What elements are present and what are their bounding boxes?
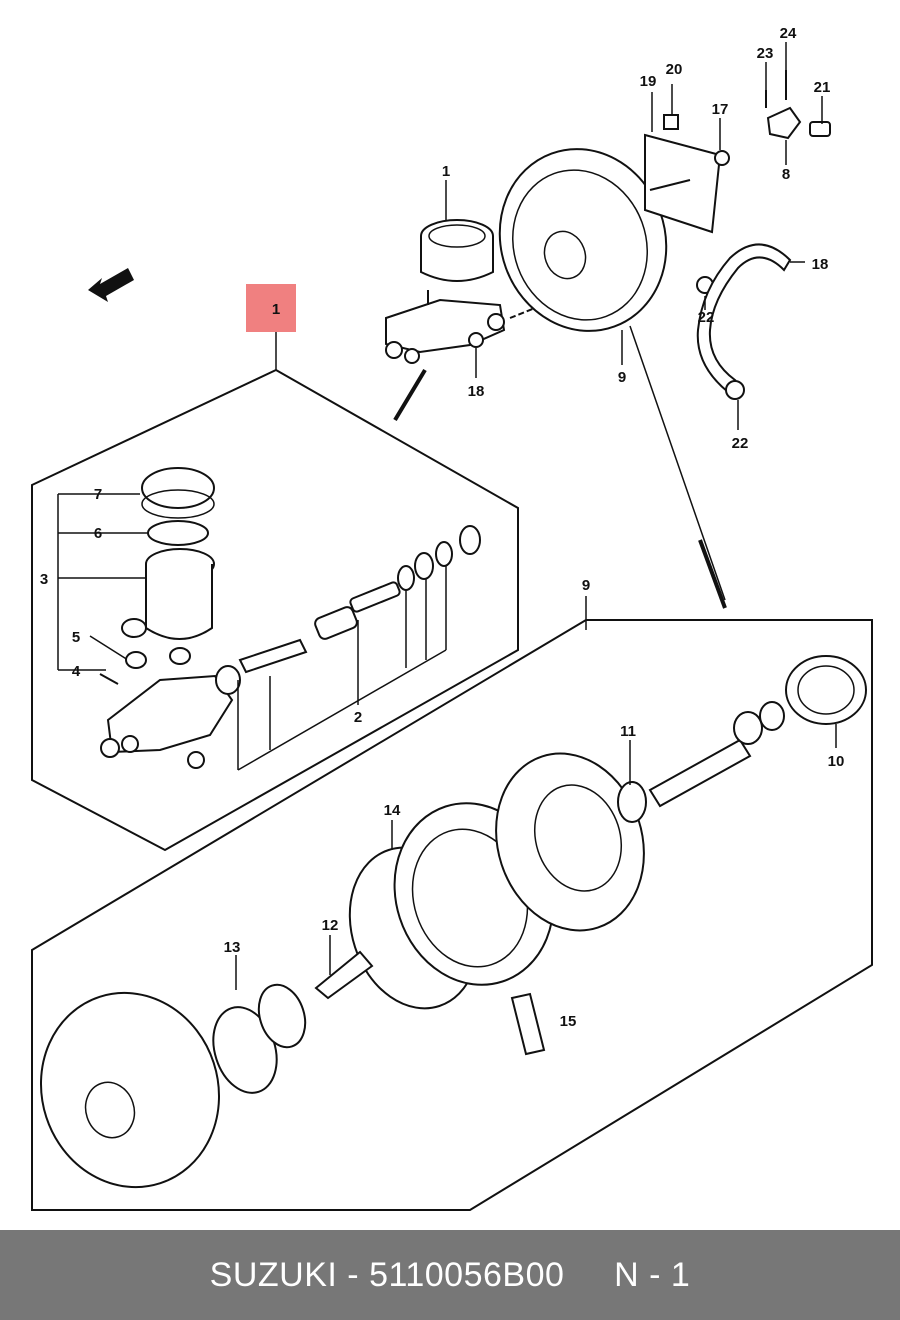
callout-3: 3 [40, 571, 48, 588]
callout-4: 4 [72, 663, 81, 680]
callout-23: 23 [757, 45, 774, 62]
callout-1-top: 1 [442, 163, 450, 180]
parts-diagram: 1 1 2 3 4 5 6 7 8 9 9 10 11 12 13 14 15 … [31, 25, 873, 1211]
footer-bar: SUZUKI - 5110056B00 N - 1 [0, 1230, 900, 1320]
direction-arrow-icon [88, 268, 134, 302]
callout-22-b: 22 [732, 435, 749, 452]
callout-10: 10 [828, 753, 845, 770]
callout-1-highlight: 1 [272, 301, 280, 318]
master-cylinder-detail [31, 368, 519, 852]
callout-21: 21 [814, 79, 831, 96]
highlight-box [246, 284, 296, 332]
callout-labels: 1 1 2 3 4 5 6 7 8 9 9 10 11 12 13 14 15 … [40, 25, 845, 1030]
callout-7: 7 [94, 486, 102, 503]
callout-6: 6 [94, 525, 102, 542]
callout-8: 8 [782, 166, 790, 183]
callout-11: 11 [620, 723, 636, 740]
callout-18-hose: 18 [812, 256, 829, 273]
callout-2: 2 [354, 709, 362, 726]
callout-13: 13 [224, 939, 241, 956]
master-cylinder-top [385, 219, 581, 422]
callout-17: 17 [712, 101, 729, 118]
booster-detail [31, 596, 873, 1211]
top-leaders [275, 42, 823, 430]
callout-24: 24 [780, 25, 797, 42]
brake-booster-top [498, 70, 831, 609]
callout-14: 14 [384, 802, 401, 819]
callout-20: 20 [666, 61, 683, 78]
callout-15: 15 [560, 1013, 577, 1030]
callout-5: 5 [72, 629, 80, 646]
callout-19: 19 [640, 73, 657, 90]
callout-18-top: 18 [468, 383, 485, 400]
callout-9-top: 9 [618, 369, 626, 386]
callout-9-detail: 9 [582, 577, 590, 594]
callout-22-a: 22 [698, 309, 715, 326]
callout-12: 12 [322, 917, 339, 934]
footer-part-number: SUZUKI - 5110056B00 N - 1 [209, 1255, 691, 1294]
